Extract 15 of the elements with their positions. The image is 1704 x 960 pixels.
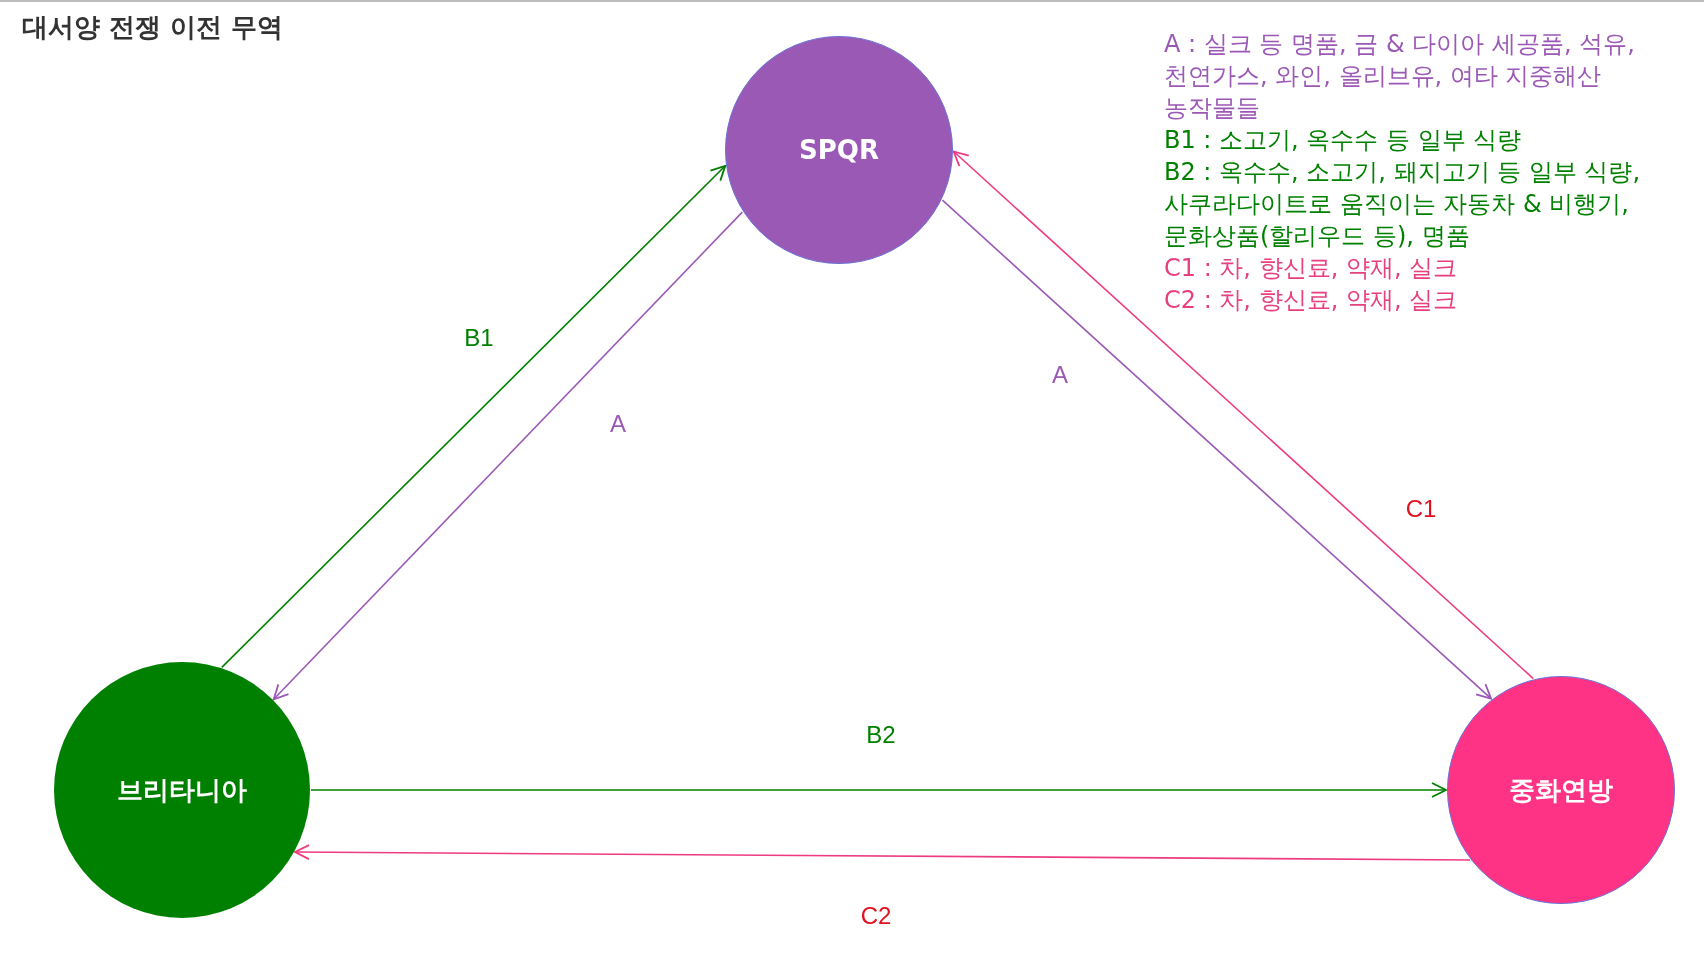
node-label: 중화연방 <box>1509 773 1613 807</box>
trade-goods-note: C2 : 차, 향신료, 약재, 실크 <box>1164 285 1459 316</box>
trade-goods-note: B2 : 옥수수, 소고기, 돼지고기 등 일부 식량, 사쿠라다이트로 움직이는 자동차 & 비행기, 문화상품(할리우드 등), 명품 <box>1164 157 1642 252</box>
node-label: 브리타니아 <box>117 773 247 807</box>
trade-goods-note: A : 실크 등 명품, 금 & 다이아 세공품, 석유, 천연가스, 와인, 올리브유, 여타 지중해산 농작물들 <box>1164 29 1636 124</box>
arrow <box>221 164 727 669</box>
arrow <box>952 150 1535 680</box>
arrow <box>310 782 1447 798</box>
trade-goods-note: B1 : 소고기, 옥수수 등 일부 식량 <box>1164 125 1523 156</box>
arrow <box>941 199 1492 700</box>
trade-goods-note: C1 : 차, 향신료, 약재, 실크 <box>1164 253 1459 284</box>
diagram-title: 대서양 전쟁 이전 무역 <box>22 11 284 44</box>
arrow <box>272 211 744 701</box>
arrow <box>294 844 1471 861</box>
node-label: SPQR <box>799 135 879 165</box>
